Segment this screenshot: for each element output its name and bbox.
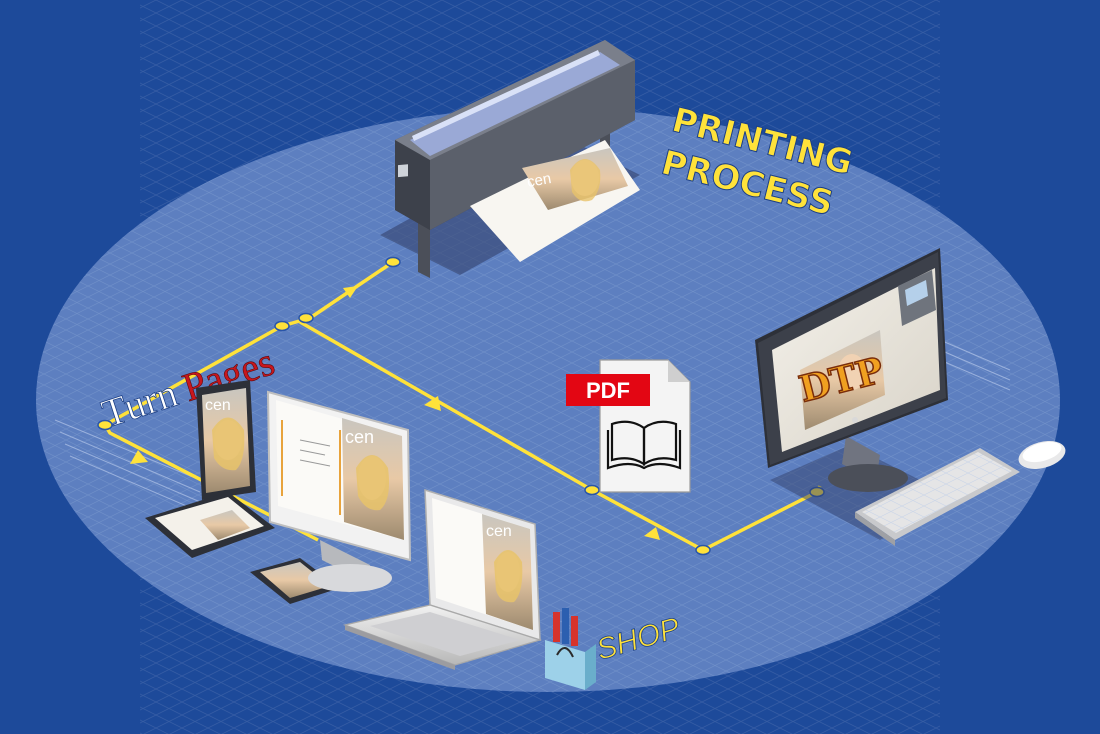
- keyboard: [855, 448, 1020, 546]
- laptop: cen: [342, 488, 543, 670]
- tablet-cover-title: cen: [205, 397, 231, 414]
- monitor-cover-title: cen: [345, 427, 374, 447]
- smartphone: [250, 558, 340, 604]
- arrow-down-left: [130, 450, 148, 464]
- flow-arrows: [130, 286, 660, 540]
- mouse: [1018, 440, 1066, 470]
- printer: cen: [380, 40, 640, 278]
- pdf-badge: [566, 374, 650, 406]
- dtp-monitor: DTP: [755, 248, 960, 540]
- shop-bag: [545, 608, 596, 690]
- speed-lines-right: [939, 339, 1011, 391]
- arrow-lower: [644, 527, 660, 540]
- printer-cover-title: cen: [526, 170, 553, 191]
- platform-grid: [36, 108, 1060, 692]
- arrow-up-right: [343, 286, 358, 298]
- book-icon: [606, 420, 682, 470]
- pdf-document: PDF: [566, 359, 691, 493]
- monitor-text-lines: [299, 439, 331, 467]
- arrow-middle: [424, 396, 441, 411]
- pdf-label: PDF: [586, 378, 630, 403]
- tablet-upright: cen: [196, 380, 256, 500]
- tablet-flat: [145, 492, 275, 558]
- monitor-page-lines: [281, 420, 341, 515]
- laptop-cover-title: cen: [486, 523, 512, 540]
- desktop-monitor: cen: [266, 390, 412, 592]
